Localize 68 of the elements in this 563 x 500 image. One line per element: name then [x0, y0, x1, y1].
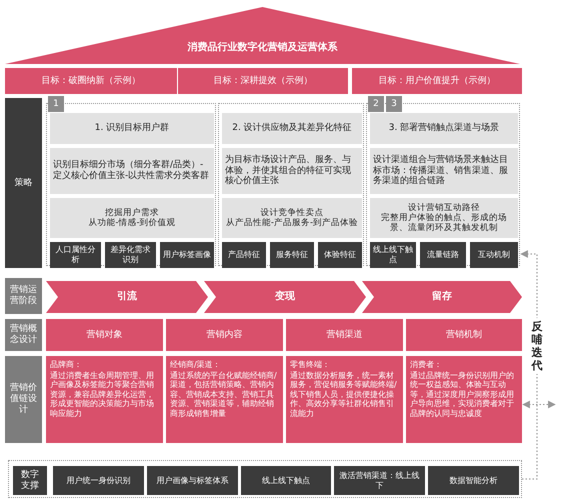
- step-header: 3. 部署营销触点渠道与场景: [370, 113, 518, 144]
- description-box: 为目标市场设计产品、服务、与体验，并使其组合的特征可实现核心价值主张: [222, 148, 362, 194]
- stage-banner: [46, 281, 208, 313]
- row-label: 数字支撑: [13, 466, 47, 495]
- number-tag: 1: [48, 96, 64, 112]
- edge-label: 反哺迭代: [531, 318, 543, 374]
- card-heading: 经销商/渠道：: [170, 360, 222, 370]
- focus-text: 从产品性能-产品服务-到产品体验: [226, 218, 358, 228]
- strategy-panel: [218, 103, 364, 266]
- feature-box: 用户标签画像: [160, 242, 214, 268]
- row-label: 策略: [5, 98, 42, 268]
- card-text: 通过消费者生命周期管理、用户画像及标签能力等聚合营销资源，兼容品牌差异化运营，形成更智能的决策能力与市场响应能力: [50, 370, 155, 419]
- goal-bar: 目标：破圈纳新（示例）: [5, 68, 177, 94]
- focus-box: [222, 198, 362, 238]
- card-heading: 消费者：: [410, 360, 443, 370]
- value-card: [46, 356, 163, 443]
- focus-box: [370, 198, 518, 238]
- stage-label: 引流: [117, 291, 137, 303]
- card-text: 通过品牌统一身份识别用户的统一权益感知、体验与互动等，通过深度用户洞察形成用户导向思维，实现消费者对于品牌的认同与忠诚度: [410, 370, 515, 419]
- feature-box: 服务特征: [270, 242, 314, 268]
- row-label: 营销概念设计: [5, 319, 42, 351]
- focus-text: 完整用户体验的触点、形成的场景、流量闭环及其触发机制: [380, 212, 508, 234]
- number-tag: 3: [386, 96, 402, 112]
- roof-banner: [5, 7, 520, 64]
- feature-box: 激活营销渠道：线上线下: [334, 466, 425, 495]
- feature-box: 产品特征: [222, 242, 266, 268]
- concept-bar: 营销渠道: [286, 319, 403, 351]
- step-header: 1. 识别目标用户群: [50, 113, 214, 144]
- value-card: [406, 356, 522, 443]
- banner-title: 消费品行业数字化营销及运营体系: [188, 42, 338, 54]
- concept-bar: 营销机制: [406, 319, 522, 351]
- card-heading: 品牌商：: [50, 360, 83, 370]
- card-heading: 零售终端：: [290, 360, 331, 370]
- feedback-arrow: [522, 400, 556, 408]
- stage-label: 变现: [275, 291, 295, 303]
- support-frame: [8, 460, 522, 498]
- focus-title: 设计竞争性卖点: [260, 208, 324, 218]
- description-box: 识别目标细分市场（细分客群/品类）- 定义核心价值主张-以共性需求分类客群: [50, 148, 214, 194]
- goal-bar: 目标：用户价值提升（示例）: [352, 68, 522, 94]
- feature-box: 用户统一身份识别: [53, 466, 144, 495]
- stage-banner: [362, 281, 522, 313]
- row-label: 营销运营阶段: [5, 278, 42, 314]
- feature-box: 数据智能分析: [428, 466, 519, 495]
- card-text: 通过数据分析服务，统一素材服务，营促销服务等赋能终端/线下销售人员，提供便捷化操作、高效分享等社群化销售引流能力: [290, 370, 398, 419]
- stage-banner: [204, 281, 366, 313]
- concept-bar: 营销对象: [46, 319, 163, 351]
- number-tag: 2: [368, 96, 384, 112]
- feature-box: 差异化需求识别: [105, 242, 156, 268]
- card-text: 通过系统的平台化赋能经销商/渠道，包括营销策略、营销内容、营销成本支持、营销工具资源、营销渠道等，辅助经销商形成销售增量: [170, 370, 278, 419]
- stage-label: 留存: [432, 291, 452, 303]
- feature-box: 流量链路: [420, 242, 466, 268]
- row-label: 营销价值链设计: [5, 356, 42, 443]
- concept-bar: 营销内容: [166, 319, 283, 351]
- focus-box: [50, 198, 214, 238]
- feature-box: 用户画像与标签体系: [147, 466, 238, 495]
- feature-box: 互动机制: [470, 242, 518, 268]
- description-box: 设计渠道组合与营销场景来触达目标市场：传播渠道、销售渠道、服务渠道的组合链路: [370, 148, 518, 194]
- focus-title: 设计营销互动路径: [408, 202, 480, 213]
- goal-bar: 目标：深耕提效（示例）: [178, 68, 348, 94]
- feature-box: 体验特征: [318, 242, 362, 268]
- step-header: 2. 设计供应物及其差异化特征: [222, 113, 362, 144]
- feature-box: 线上线下触点: [370, 242, 416, 268]
- feature-box: 人口属性分析: [50, 242, 101, 268]
- focus-text: 从功能-情感-到价值观: [88, 218, 176, 228]
- value-card: [166, 356, 283, 443]
- value-card: [286, 356, 403, 443]
- focus-title: 挖掘用户需求: [105, 208, 159, 218]
- feature-box: 线上线下触点: [241, 466, 331, 495]
